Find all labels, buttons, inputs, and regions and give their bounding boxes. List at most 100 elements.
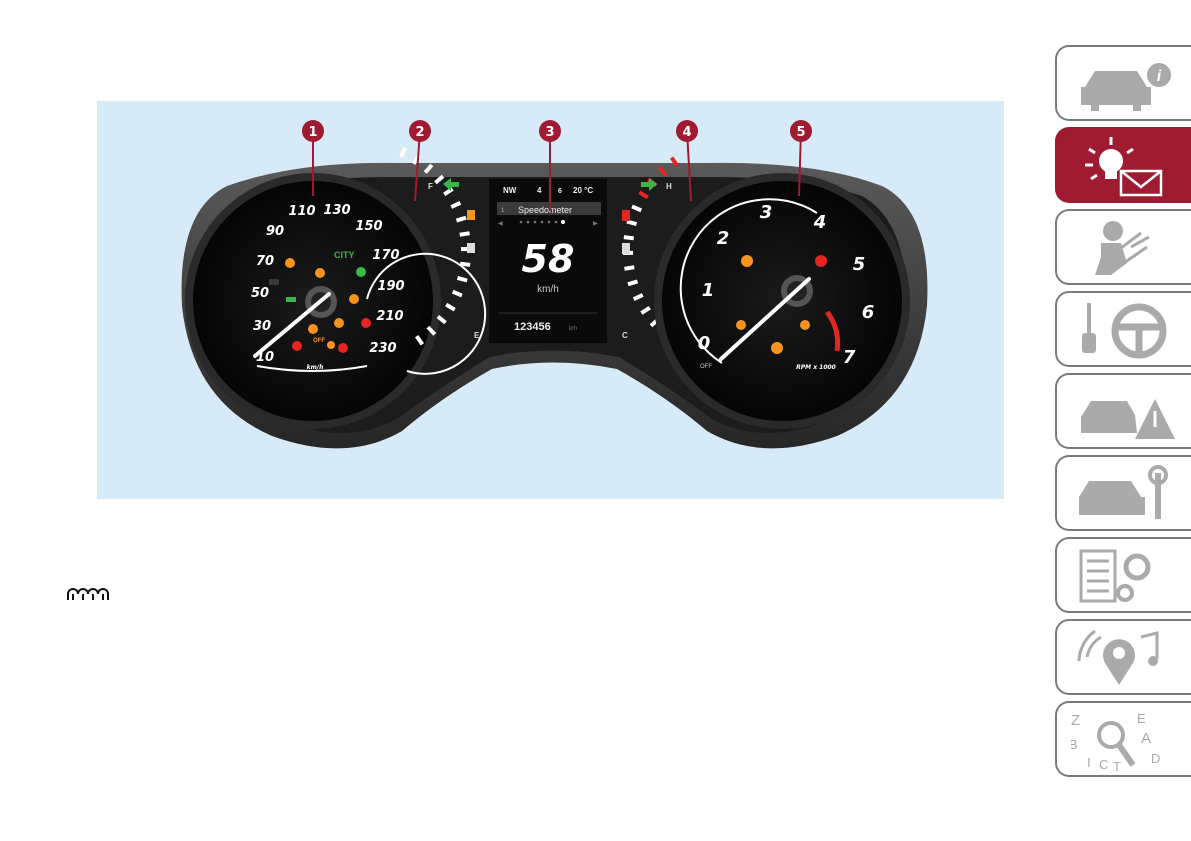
rpm-unit-label: RPM x 1000 bbox=[796, 364, 836, 371]
tab-in-emergency[interactable] bbox=[1055, 373, 1191, 449]
menu-dot bbox=[541, 221, 544, 224]
index-letter: Z bbox=[1071, 712, 1080, 729]
odometer-value: 123456 bbox=[514, 321, 551, 333]
rpm-tick-label: 5 bbox=[853, 254, 866, 275]
tab-multimedia[interactable] bbox=[1055, 619, 1191, 695]
index-letter: A bbox=[1141, 730, 1151, 747]
car-info-icon: i bbox=[1071, 53, 1181, 115]
speed-tick-label: 190 bbox=[377, 279, 404, 294]
check-engine-icon bbox=[736, 320, 746, 330]
callout-number: 4 bbox=[682, 125, 691, 140]
rpm-tick-label: 1 bbox=[702, 280, 715, 301]
index-letter: D bbox=[1151, 751, 1160, 766]
temp-bar bbox=[624, 237, 634, 238]
abs-icon bbox=[741, 255, 753, 267]
glow-plug-icon bbox=[64, 586, 118, 604]
menu-dot bbox=[534, 221, 537, 224]
digital-speed: 58 bbox=[522, 237, 575, 281]
menu-item-label: Speedometer bbox=[518, 205, 572, 215]
side-lights-icon bbox=[286, 297, 296, 302]
speed-unit-label: km/h bbox=[307, 364, 324, 371]
menu-left-arrow-icon: ◀ bbox=[498, 221, 503, 227]
tab-warning-lights-messages[interactable] bbox=[1055, 127, 1191, 203]
airbag-icon bbox=[361, 318, 371, 328]
fuel-pump-icon bbox=[467, 243, 475, 253]
temp-bar bbox=[624, 267, 634, 269]
tab-technical-data[interactable] bbox=[1055, 537, 1191, 613]
rpm-tick-label: 0 bbox=[698, 333, 711, 354]
dipped-beam-icon bbox=[269, 279, 279, 285]
rear-fog-icon bbox=[349, 294, 359, 304]
tab-starting-driving[interactable] bbox=[1055, 291, 1191, 367]
menu-dot bbox=[527, 221, 530, 224]
speed-tick-label: 210 bbox=[376, 309, 403, 324]
off-label: OFF bbox=[313, 338, 325, 344]
speed-tick-label: 170 bbox=[372, 248, 399, 263]
speed-tick-label: 130 bbox=[323, 203, 350, 218]
auto-start-stop-icon bbox=[771, 342, 783, 354]
safety-airbag-icon bbox=[1071, 217, 1181, 279]
fuel-full-label: F bbox=[428, 182, 433, 191]
high-coolant-temp-icon bbox=[622, 210, 630, 221]
tab-getting-to-know-car[interactable]: i bbox=[1055, 45, 1191, 121]
glow-plug-warning-icon bbox=[800, 320, 810, 330]
emergency-road-icon bbox=[1071, 381, 1181, 443]
menu-dot bbox=[548, 221, 551, 224]
odometer-unit: km bbox=[569, 326, 577, 332]
fuel-empty-label: E bbox=[474, 331, 480, 340]
fuel-bar bbox=[456, 218, 466, 221]
speed-tick-label: 150 bbox=[355, 219, 382, 234]
callout-number: 2 bbox=[415, 125, 424, 140]
speed-tick-label: 50 bbox=[251, 286, 269, 301]
speed-tick-label: 90 bbox=[266, 224, 284, 239]
temp-bar bbox=[627, 221, 637, 224]
speed-tick-label: 230 bbox=[369, 341, 396, 356]
technical-data-icon bbox=[1071, 545, 1181, 607]
speed-tick-label: 110 bbox=[288, 204, 315, 219]
gear-indicator-current: 4 bbox=[537, 186, 542, 195]
tyre-pressure-icon bbox=[334, 318, 344, 328]
temp-cold-label: C bbox=[622, 331, 628, 340]
stability-icon bbox=[308, 324, 318, 334]
menu-dot bbox=[520, 221, 523, 224]
callout-number: 3 bbox=[545, 125, 554, 140]
callout-number: 1 bbox=[308, 125, 317, 140]
tab-safety[interactable] bbox=[1055, 209, 1191, 285]
rpm-tick-label: 7 bbox=[843, 347, 856, 368]
warning-light-message-icon bbox=[1071, 135, 1181, 197]
rpm-tick-label: 4 bbox=[813, 212, 827, 233]
digital-speed-unit: km/h bbox=[537, 284, 559, 295]
key-steering-wheel-icon bbox=[1071, 299, 1181, 361]
menu-right-arrow-icon: ▶ bbox=[593, 221, 598, 227]
rpm-tick-label: 2 bbox=[717, 228, 730, 249]
tab-index[interactable]: Z E A B D I C T bbox=[1055, 701, 1191, 777]
info-letter: i bbox=[1157, 68, 1162, 85]
rpm-tick-label: 3 bbox=[760, 202, 773, 223]
multimedia-icon bbox=[1071, 627, 1181, 689]
temp-hot-label: H bbox=[666, 182, 672, 191]
car-maintenance-icon bbox=[1071, 463, 1181, 525]
tach-off-label: OFF bbox=[700, 364, 712, 370]
compass-heading: NW bbox=[503, 186, 517, 195]
fuel-bar bbox=[401, 148, 405, 157]
tab-servicing-care[interactable] bbox=[1055, 455, 1191, 531]
index-letter: E bbox=[1137, 711, 1146, 726]
instrument-panel-figure: 1030507090110130150170190210230 km/h CIT… bbox=[97, 101, 1004, 499]
traction-control-icon bbox=[285, 258, 295, 268]
menu-dot bbox=[561, 220, 565, 224]
gear-indicator-suggested: 6 bbox=[558, 188, 562, 195]
fuel-bar bbox=[460, 233, 470, 235]
fuel-bar bbox=[457, 278, 467, 281]
seat-belt-icon bbox=[338, 343, 348, 353]
speed-tick-label: 30 bbox=[253, 319, 271, 334]
passenger-belt-icon bbox=[327, 341, 335, 349]
index-letter: C bbox=[1099, 757, 1108, 771]
temp-bar bbox=[628, 281, 638, 284]
city-label: CITY bbox=[334, 250, 355, 260]
menu-dot bbox=[555, 221, 558, 224]
coolant-temp-icon bbox=[622, 243, 630, 254]
index-letter: B bbox=[1071, 737, 1078, 752]
front-fog-icon bbox=[356, 267, 366, 277]
outside-temperature: 20 °C bbox=[573, 186, 593, 195]
